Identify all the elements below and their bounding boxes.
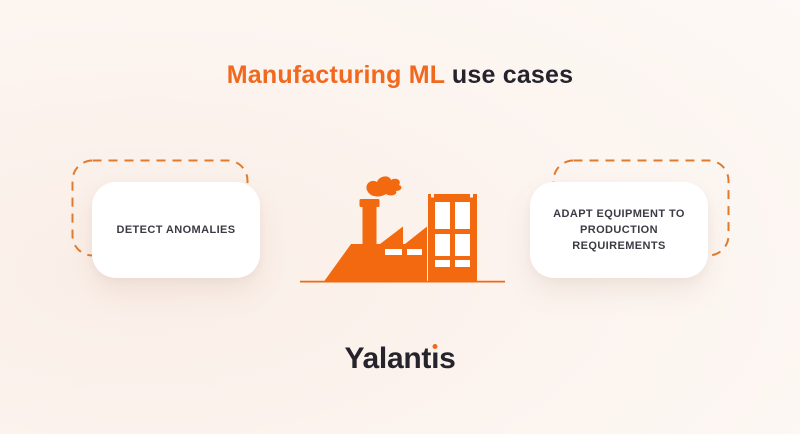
tower-window-mullion-horizontal: [435, 256, 470, 260]
use-case-label: DETECT ANOMALIES: [116, 224, 236, 236]
logo-text-left: Yalant: [344, 342, 432, 375]
building-window-slot: [407, 249, 422, 255]
logo-text-right: s: [439, 342, 456, 375]
page-title-rest: use cases: [444, 61, 574, 89]
chimney-cap: [359, 199, 380, 207]
page-title-highlight: Manufacturing ML: [226, 61, 445, 89]
factory-icon: [300, 176, 505, 283]
factory-building: [324, 226, 427, 282]
logo-letter-i: ı: [431, 342, 440, 375]
page-title: Manufacturing ML use cases: [0, 59, 800, 91]
use-case-card-adapt-equipment: ADAPT EQUIPMENT TO PRODUCTION REQUIREMEN…: [530, 182, 708, 278]
tower-window-mullion-horizontal: [435, 229, 470, 234]
tower-window-mullion-vertical: [450, 202, 455, 267]
use-case-label: ADAPT EQUIPMENT TO PRODUCTION REQUIREMEN…: [553, 208, 685, 252]
dashed-frame-right: [552, 159, 730, 257]
use-case-card-detect-anomalies: DETECT ANOMALIES: [92, 182, 260, 278]
building-window-slot: [385, 249, 402, 255]
smoke-puff: [366, 176, 402, 197]
logo-orange-dot: [432, 344, 438, 349]
